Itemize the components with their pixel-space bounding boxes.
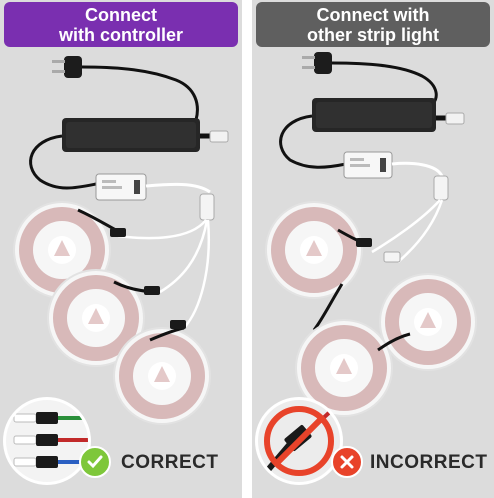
correct-panel: Connect with controller	[0, 0, 242, 498]
incorrect-title-line2: other strip light	[307, 25, 439, 45]
led-strip-reel-icon	[47, 269, 161, 367]
incorrect-label: INCORRECT	[370, 452, 488, 473]
incorrect-connector-detail	[255, 397, 343, 485]
correct-connector-detail	[3, 397, 91, 485]
correct-wiring-illustration	[13, 56, 229, 425]
power-plug-icon	[302, 52, 438, 106]
controller-box-icon	[95, 173, 215, 329]
incorrect-title-line1: Connect with	[316, 5, 430, 25]
led-strip-reel-icon	[265, 201, 372, 331]
led-strip-reel-icon	[379, 273, 477, 371]
cross-icon	[331, 446, 363, 478]
prohibited-icon	[264, 406, 334, 476]
correct-title-line2: with controller	[58, 25, 183, 45]
led-strip-reel-icon	[295, 319, 411, 417]
power-adapter-icon	[279, 98, 465, 169]
power-plug-icon	[52, 56, 199, 121]
led-strip-reel-icon	[113, 320, 211, 425]
incorrect-wiring-illustration	[265, 52, 477, 417]
incorrect-panel-header: Connect with other strip light	[256, 2, 490, 47]
incorrect-panel: Connect with other strip light	[252, 0, 494, 498]
check-icon	[79, 446, 111, 478]
correct-panel-header: Connect with controller	[4, 2, 238, 47]
splitter-cable-icon	[13, 412, 88, 468]
power-adapter-icon	[29, 118, 229, 190]
correct-title-line1: Connect	[85, 5, 157, 25]
correct-label: CORRECT	[121, 452, 219, 473]
controller-box-icon	[343, 151, 449, 263]
